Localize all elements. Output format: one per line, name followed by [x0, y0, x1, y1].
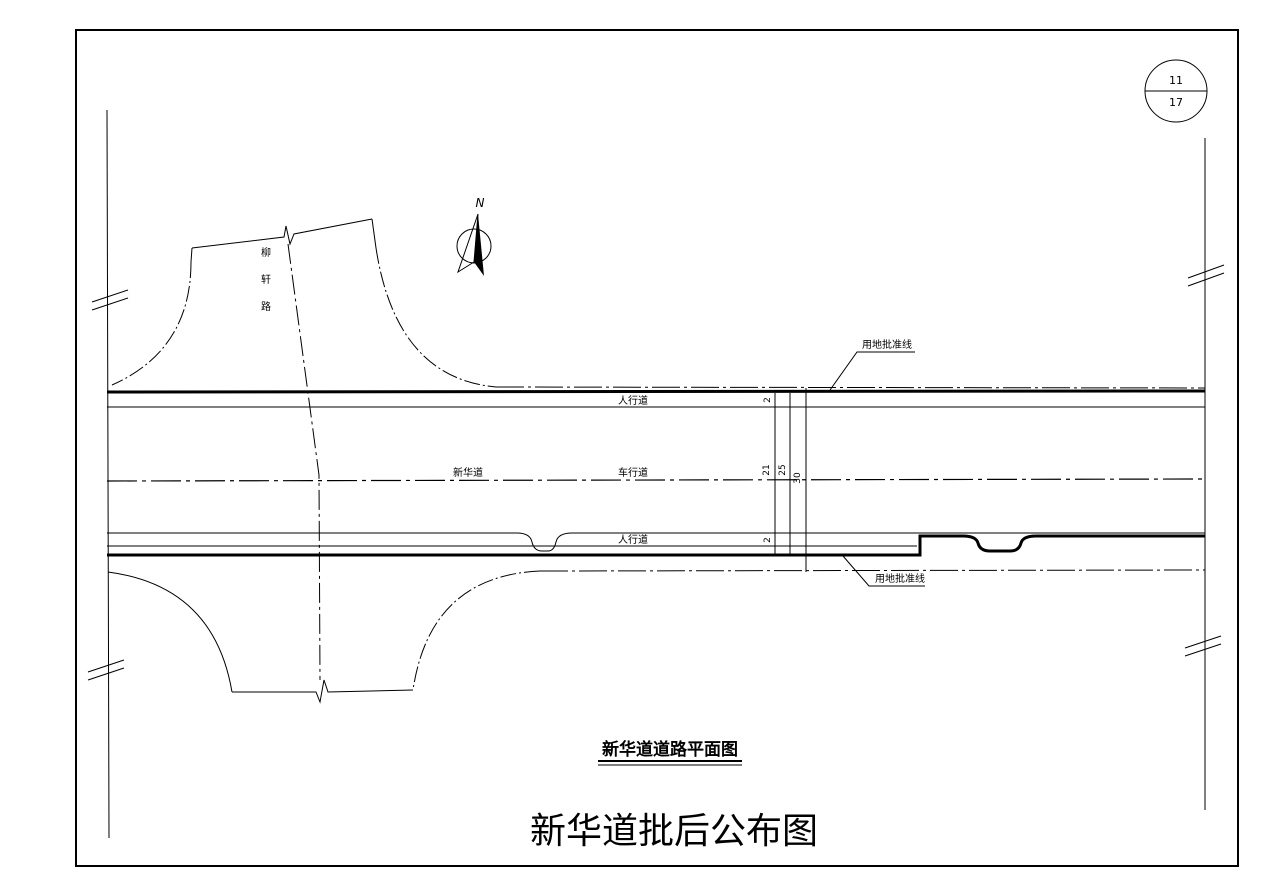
land-approval-lines — [495, 386, 1206, 572]
cross-street-char-3: 路 — [261, 300, 271, 313]
road-centerline — [106, 478, 1206, 482]
dimension-lines — [770, 388, 807, 572]
dim-land-width: 30 — [793, 472, 803, 484]
cross-street-centerline — [287, 243, 321, 681]
break-marks — [87, 264, 1225, 681]
cross-street-char-1: 柳 — [261, 246, 271, 259]
sidewalk-label-bottom: 人行道 — [618, 533, 648, 546]
sidewalk-label-top: 人行道 — [618, 394, 648, 407]
left-limit-line — [106, 109, 110, 839]
plan-title: 新华道道路平面图 — [602, 739, 738, 760]
cross-street-char-2: 轩 — [261, 273, 271, 286]
north-label: N — [476, 196, 485, 210]
dim-sidewalk-bottom: 2 — [763, 537, 773, 543]
land-line-label-bottom: 用地批准线 — [875, 572, 925, 585]
sheet-frame — [75, 29, 1239, 867]
cross-street-south — [107, 570, 541, 704]
cross-street-north — [111, 218, 497, 388]
footer-title: 新华道批后公布图 — [530, 811, 818, 852]
dim-sidewalk-top: 2 — [763, 397, 773, 403]
dim-carriageway: 21 — [762, 464, 772, 475]
land-line-label-top: 用地批准线 — [862, 338, 912, 351]
leader-lines — [829, 351, 925, 587]
sheet-number-badge: 11 17 — [1144, 59, 1208, 123]
carriageway-label: 车行道 — [618, 466, 648, 479]
sheet-total: 17 — [1169, 96, 1183, 109]
road-name-label: 新华道 — [453, 466, 483, 479]
road-edges — [106, 389, 1206, 557]
north-arrow: N — [456, 196, 492, 276]
sheet-number: 11 — [1169, 74, 1183, 87]
dim-road-width: 25 — [778, 464, 788, 475]
